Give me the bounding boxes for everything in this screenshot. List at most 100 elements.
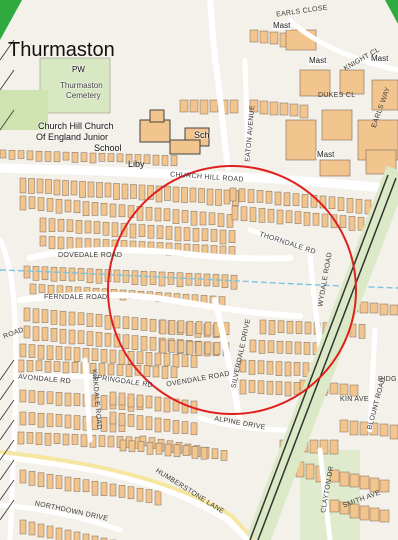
building [258,208,266,223]
building [174,226,182,242]
building [146,442,154,455]
building [152,154,160,166]
building [100,202,108,216]
building [28,412,36,425]
school-label-2: Of England Junior [36,132,109,142]
building [204,341,212,355]
building [68,267,76,282]
building [286,320,294,334]
green-corner-right [385,0,398,24]
building [95,332,103,347]
building [64,392,72,407]
building [39,217,47,233]
building [249,207,257,222]
blount-road [367,327,378,433]
building [156,225,164,240]
building [59,267,67,281]
building [154,490,162,506]
building [118,485,126,498]
building [109,203,117,218]
building [289,103,299,117]
building [371,79,398,111]
building [199,211,207,226]
building [41,327,49,341]
road-dovedale: DOVEDALE ROAD [58,252,123,259]
building [154,396,162,412]
building [229,187,237,202]
building [230,274,238,290]
building [64,199,72,213]
alpine-drive [197,415,293,433]
building [107,363,115,376]
building [127,414,135,427]
building [75,220,83,234]
building [73,415,81,430]
building [143,154,151,165]
school-label-3: School [94,143,122,153]
building [29,283,37,295]
building [73,393,81,406]
thorndale-road [247,227,313,253]
building [170,366,178,379]
building [82,479,90,493]
left-edge-road [0,237,19,540]
building [159,339,167,354]
springdale-road [17,373,153,387]
building [28,344,36,358]
building [28,178,35,194]
building [161,366,169,379]
building [47,284,55,295]
building [109,349,117,364]
building [359,475,370,490]
building [312,212,320,226]
pw-label: PW [72,65,85,74]
building [86,331,94,346]
building [238,188,246,203]
building [116,153,124,163]
building [127,393,135,408]
building [285,29,317,51]
building [107,153,115,162]
building [276,209,284,225]
building [285,210,293,224]
building [23,265,31,279]
building [257,380,265,395]
building [355,198,363,214]
building [161,155,169,166]
building [28,471,36,486]
building [328,196,336,210]
building [130,184,137,199]
building [143,365,151,377]
building [104,332,112,347]
mast-label-1: Mast [272,21,292,30]
building [118,412,126,426]
building [164,186,171,201]
building [172,420,180,434]
building [379,303,389,316]
building [87,181,95,198]
building [77,312,85,326]
building [257,360,265,375]
building [265,190,273,204]
building [145,416,153,431]
building [189,187,197,203]
humberstone-lane-yellow [0,450,256,540]
building [172,353,180,368]
building [349,503,360,519]
building [91,348,99,362]
building [293,382,301,395]
building [221,274,229,289]
building [275,381,283,395]
building [44,151,52,162]
building [181,354,189,368]
building [28,390,36,403]
building [163,397,171,413]
building [145,352,153,367]
building [121,183,129,200]
building [147,185,154,200]
building [53,361,61,372]
building [181,187,188,203]
building [91,480,99,496]
